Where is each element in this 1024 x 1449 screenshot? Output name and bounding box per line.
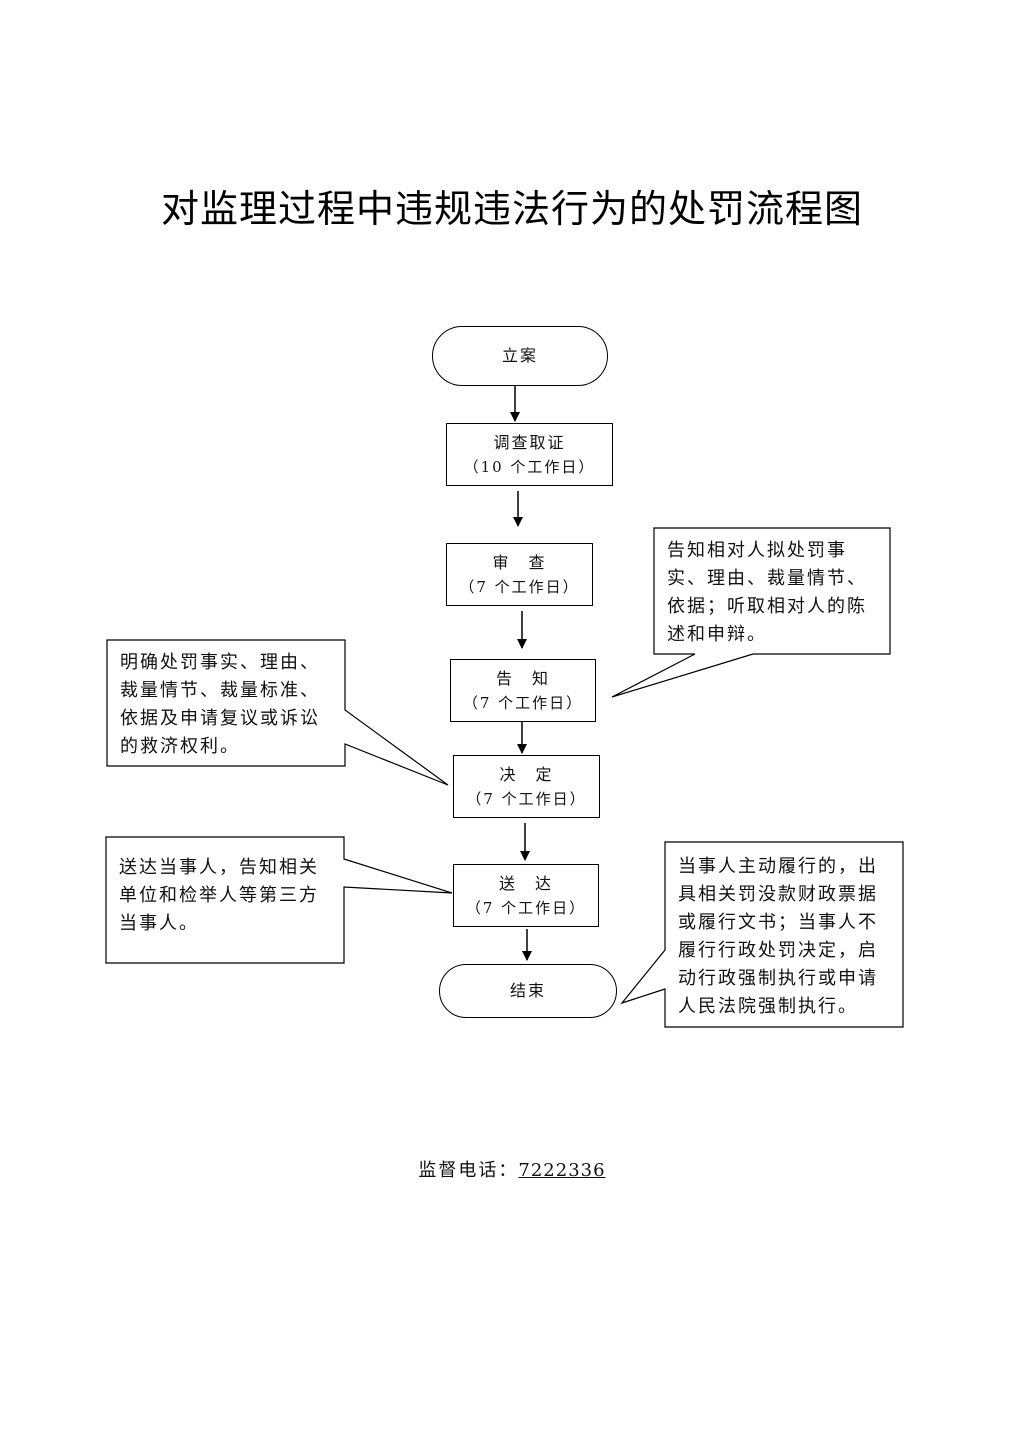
node-end-label: 结束 (509, 981, 546, 1000)
node-start: 立案 (432, 326, 608, 386)
callout-line: 或履行文书；当事人不 (678, 912, 878, 933)
callout-line: 明确处罚事实、理由、 (120, 652, 320, 673)
callout-line: 依据；听取相对人的陈 (667, 596, 867, 617)
callout-line: 的救济权利。 (120, 736, 240, 757)
node-investigate-duration: （10 个工作日） (463, 457, 596, 476)
node-decide: 决 定 （7 个工作日） (453, 755, 600, 818)
node-decide-duration: （7 个工作日） (466, 789, 587, 808)
node-deliver: 送 达 （7 个工作日） (453, 864, 599, 927)
callout-end-note: 当事人主动履行的，出 具相关罚没款财政票据 或履行文书；当事人不 履行行政处罚决… (666, 843, 902, 1026)
node-deliver-duration: （7 个工作日） (465, 898, 587, 917)
node-review-label: 审 查 (492, 552, 547, 572)
callout-line: 依据及申请复议或诉讼 (120, 708, 320, 729)
node-review: 审 查 （7 个工作日） (446, 543, 593, 606)
callout-line: 当事人。 (119, 913, 199, 934)
callout-line: 单位和检举人等第三方 (119, 885, 319, 906)
callout-line: 当事人主动履行的，出 (678, 856, 878, 877)
callout-decide-note: 明确处罚事实、理由、 裁量情节、裁量标准、 依据及申请复议或诉讼 的救济权利。 (108, 641, 344, 765)
callout-notify-note: 告知相对人拟处罚事 实、理由、裁量情节、 依据；听取相对人的陈 述和申辩。 (655, 529, 889, 653)
node-deliver-label: 送 达 (498, 873, 553, 893)
callout-line: 实、理由、裁量情节、 (667, 568, 867, 589)
callout-line: 动行政强制执行或申请 (678, 968, 878, 989)
node-notify-duration: （7 个工作日） (462, 693, 584, 712)
node-review-duration: （7 个工作日） (459, 577, 580, 596)
callout-line: 告知相对人拟处罚事 (667, 540, 847, 561)
callout-line: 具相关罚没款财政票据 (678, 884, 878, 905)
callout-line: 送达当事人，告知相关 (119, 857, 319, 878)
hotline-number: 7222336 (518, 1160, 606, 1181)
node-end: 结束 (439, 964, 617, 1018)
node-investigate-label: 调查取证 (493, 432, 566, 452)
callout-line: 述和申辩。 (667, 624, 767, 645)
node-decide-label: 决 定 (499, 764, 554, 784)
supervision-hotline: 监督电话：7222336 (0, 1156, 1024, 1182)
callout-line: 裁量情节、裁量标准、 (120, 680, 320, 701)
node-investigate: 调查取证 （10 个工作日） (446, 423, 613, 486)
callout-line: 履行行政处罚决定，启 (678, 940, 878, 961)
callout-deliver-note: 送达当事人，告知相关 单位和检举人等第三方 当事人。 (107, 838, 343, 962)
node-start-label: 立案 (501, 346, 538, 365)
node-notify: 告 知 （7 个工作日） (450, 659, 596, 722)
hotline-label: 监督电话： (418, 1160, 519, 1181)
page-title: 对监理过程中违规违法行为的处罚流程图 (160, 187, 863, 231)
node-notify-label: 告 知 (495, 668, 550, 688)
callout-line: 人民法院强制执行。 (678, 996, 858, 1017)
